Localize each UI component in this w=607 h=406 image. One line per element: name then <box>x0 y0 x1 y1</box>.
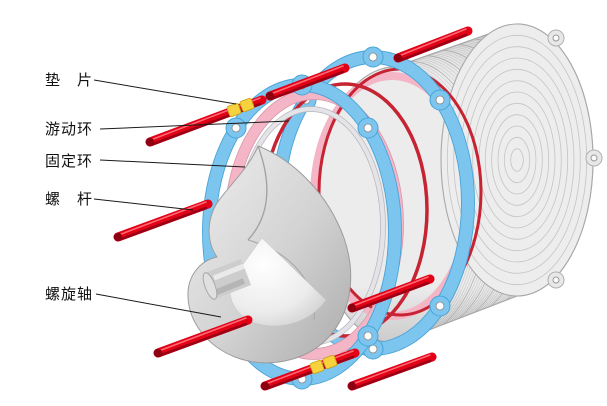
screw-rod-bottom-left <box>153 315 253 358</box>
screw-rod-top-rear <box>265 63 350 101</box>
gasket <box>239 97 255 113</box>
screw-rod-right <box>347 274 435 313</box>
housing-lug-bottom <box>547 271 565 289</box>
gasket-pair-bottom <box>309 354 338 375</box>
screw-rods <box>113 26 473 391</box>
label-gasket: 垫 片 <box>45 71 93 89</box>
endcap-texture-ring <box>491 114 543 206</box>
flight-edge-upper <box>247 145 268 241</box>
label-screw-rod: 螺 杆 <box>45 190 93 208</box>
endcap-texture-ring <box>484 102 550 218</box>
screw-rod-bottom-right <box>347 352 437 391</box>
leader-line-screw-rod <box>93 198 194 211</box>
stator-housing <box>314 23 603 344</box>
endcap-texture-ring <box>472 80 562 240</box>
endcap-texture-ring <box>453 46 581 274</box>
endcap-texture-ring <box>497 125 537 195</box>
leader-line-spiral-shaft <box>95 293 222 318</box>
label-fixed-ring: 固定环 <box>45 152 93 170</box>
screw-rod-bottom-mid <box>260 348 360 391</box>
shaft-stub-cap <box>202 272 218 300</box>
housing-lug-right <box>585 149 603 167</box>
screw-rod-top-right <box>393 26 473 63</box>
gasket <box>309 359 325 375</box>
endcap-texture-ring <box>503 136 531 184</box>
spiral-shaft <box>187 145 352 364</box>
leader-line-floating-ring <box>99 120 290 130</box>
gasket <box>226 102 242 118</box>
leader-line-fixed-ring <box>99 159 246 168</box>
gasket <box>322 354 338 370</box>
label-floating-ring: 游动环 <box>45 120 93 138</box>
label-spiral-shaft: 螺旋轴 <box>45 285 93 303</box>
shaft-stub <box>202 258 252 300</box>
leader-line-gasket <box>93 79 237 105</box>
gasket-pair-top <box>226 97 255 118</box>
housing-lug-top <box>547 29 565 47</box>
endcap-texture-ring <box>510 148 524 172</box>
